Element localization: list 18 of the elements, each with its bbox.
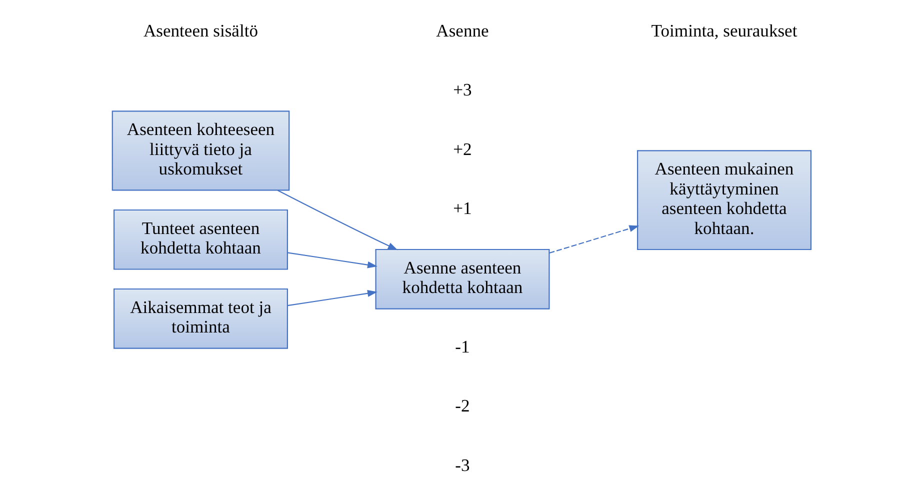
node-box: Asenteen kohteeseen liittyvä tieto ja uskomukset [111,110,290,191]
arrow [276,190,398,250]
node-box: Aikaisemmat teot ja toiminta [112,288,288,349]
label: -1 [454,336,470,356]
arrow [286,252,377,268]
node-box: Asenne asenteen kohdetta kohtaan [374,248,550,310]
label: +3 [452,80,472,100]
arrow [286,290,377,306]
label: Asenteen sisältö [142,20,258,40]
label: +1 [452,198,472,218]
label: +2 [452,138,472,159]
node-box: Asenteen mukainen käyttäytyminen asenteen kohdetta kohtaan. [636,150,812,250]
node-box: Tunteet asenteen kohdetta kohtaan [112,209,288,270]
arrow [548,225,639,254]
label: -3 [454,454,470,475]
label: Toiminta, seuraukset [650,20,797,40]
label: -2 [454,396,470,416]
label: Asenne [436,20,488,40]
